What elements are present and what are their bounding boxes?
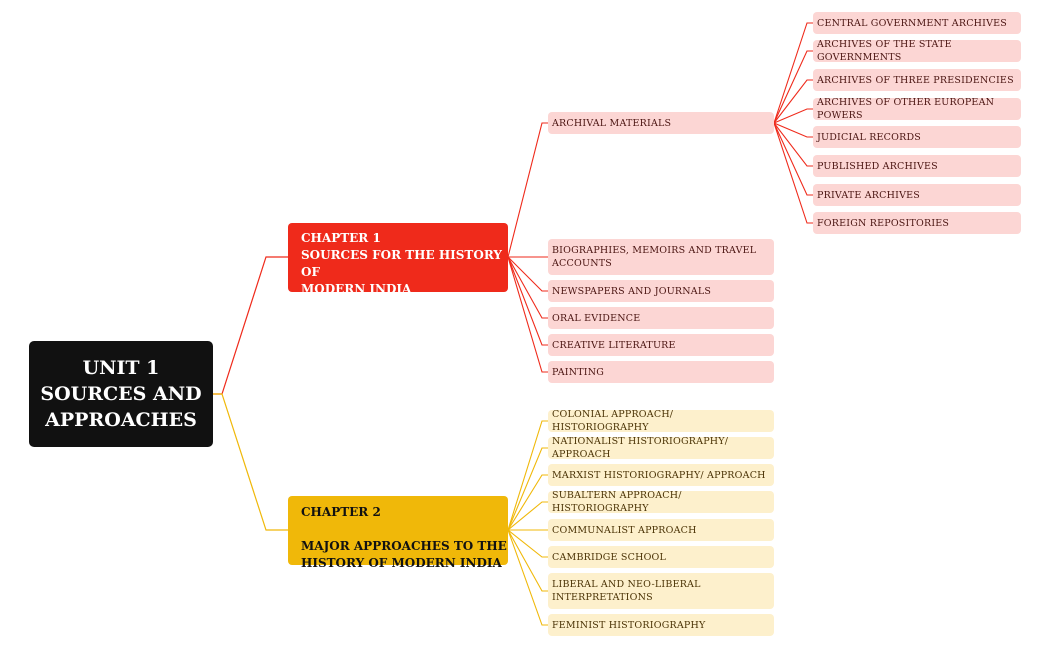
approach-nationalist: NATIONALIST HISTORIOGRAPHY/ APPROACH bbox=[548, 436, 774, 460]
chapter-1-number: CHAPTER 1 bbox=[301, 231, 381, 245]
archive-three-presidencies: ARCHIVES OF THREE PRESIDENCIES bbox=[813, 69, 1021, 91]
root-title-line-2: SOURCES AND bbox=[40, 383, 202, 405]
chapter-2-number: CHAPTER 2 bbox=[301, 505, 381, 519]
link-archival-item-6 bbox=[773, 122, 813, 196]
approach-communalist: COMMUNALIST APPROACH bbox=[548, 519, 774, 541]
root-node-unit-1: UNIT 1 SOURCES AND APPROACHES bbox=[29, 341, 213, 447]
link-chapter-1-topic-5 bbox=[507, 256, 548, 373]
link-archival-item-1 bbox=[773, 50, 813, 124]
chapter-1-title-line-1: SOURCES FOR THE HISTORY OF bbox=[301, 248, 502, 279]
link-root-chapter-1 bbox=[213, 256, 288, 395]
topic-creative-literature: CREATIVE LITERATURE bbox=[548, 334, 774, 356]
approach-feminist: FEMINIST HISTORIOGRAPHY bbox=[548, 614, 774, 636]
archive-foreign-repositories: FOREIGN REPOSITORIES bbox=[813, 212, 1021, 234]
link-chapter-2-approach-7 bbox=[507, 529, 548, 626]
link-chapter-1-topic-3 bbox=[507, 256, 548, 319]
archive-state-governments: ARCHIVES OF THE STATE GOVERNMENTS bbox=[813, 39, 1021, 63]
topic-painting: PAINTING bbox=[548, 361, 774, 383]
topic-biographies-memoirs: BIOGRAPHIES, MEMOIRS AND TRAVEL ACCOUNTS bbox=[548, 239, 774, 275]
link-chapter-1-topic-2 bbox=[507, 256, 548, 292]
chapter-2-title-line-2: HISTORY OF MODERN INDIA bbox=[301, 556, 502, 570]
chapter-2-node: CHAPTER 2 MAJOR APPROACHES TO THE HISTOR… bbox=[288, 496, 508, 570]
archive-published: PUBLISHED ARCHIVES bbox=[813, 155, 1021, 177]
topic-oral-evidence: ORAL EVIDENCE bbox=[548, 307, 774, 329]
link-chapter-2-approach-1 bbox=[507, 447, 548, 531]
topic-newspapers-journals: NEWSPAPERS AND JOURNALS bbox=[548, 280, 774, 302]
root-title-line-3: APPROACHES bbox=[45, 409, 197, 431]
link-chapter-1-topic-0 bbox=[507, 122, 548, 258]
link-chapter-1-topic-4 bbox=[507, 256, 548, 346]
link-archival-item-3 bbox=[773, 108, 813, 124]
chapter-1-node: CHAPTER 1 SOURCES FOR THE HISTORY OF MOD… bbox=[288, 223, 508, 296]
approach-marxist: MARXIST HISTORIOGRAPHY/ APPROACH bbox=[548, 464, 774, 486]
archive-european-powers: ARCHIVES OF OTHER EUROPEAN POWERS bbox=[813, 97, 1021, 121]
root-title-line-1: UNIT 1 bbox=[82, 357, 160, 379]
link-archival-item-5 bbox=[773, 122, 813, 167]
link-chapter-2-approach-2 bbox=[507, 474, 548, 531]
approach-colonial: COLONIAL APPROACH/ HISTORIOGRAPHY bbox=[548, 409, 774, 433]
link-archival-item-4 bbox=[773, 122, 813, 138]
chapter-2-spacer bbox=[301, 521, 508, 538]
link-archival-item-7 bbox=[773, 122, 813, 224]
approach-liberal-neoliberal: LIBERAL AND NEO-LIBERAL INTERPRETATIONS bbox=[548, 573, 774, 609]
approach-cambridge-school: CAMBRIDGE SCHOOL bbox=[548, 546, 774, 568]
chapter-2-title-line-1: MAJOR APPROACHES TO THE bbox=[301, 539, 507, 553]
link-chapter-2-approach-3 bbox=[507, 501, 548, 531]
link-root-chapter-2 bbox=[213, 393, 288, 531]
link-chapter-2-approach-6 bbox=[507, 529, 548, 592]
link-chapter-2-approach-5 bbox=[507, 529, 548, 558]
link-archival-item-2 bbox=[773, 79, 813, 124]
archive-judicial-records: JUDICIAL RECORDS bbox=[813, 126, 1021, 148]
archive-private: PRIVATE ARCHIVES bbox=[813, 184, 1021, 206]
chapter-1-title-line-2: MODERN INDIA bbox=[301, 282, 412, 296]
link-chapter-2-approach-0 bbox=[507, 420, 548, 531]
topic-archival-materials: ARCHIVAL MATERIALS bbox=[548, 112, 774, 134]
archive-central-government: CENTRAL GOVERNMENT ARCHIVES bbox=[813, 12, 1021, 34]
approach-subaltern: SUBALTERN APPROACH/ HISTORIOGRAPHY bbox=[548, 490, 774, 514]
link-archival-item-0 bbox=[773, 22, 813, 124]
